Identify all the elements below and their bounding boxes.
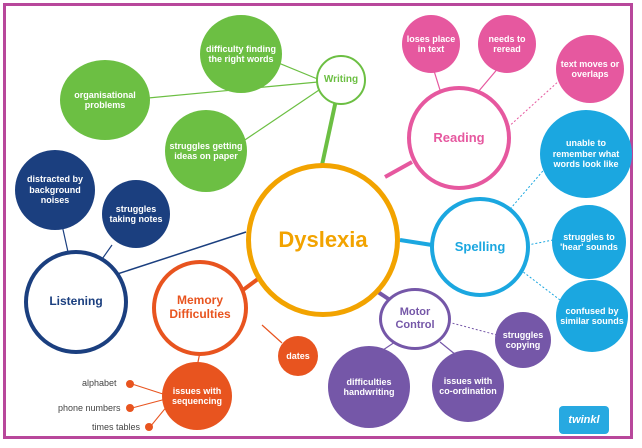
sequencing-bullet bbox=[126, 404, 134, 412]
branch-spelling: Spelling bbox=[430, 197, 530, 297]
sequencing-example-alphabet: alphabet bbox=[82, 378, 117, 388]
item-label: struggles to 'hear' sounds bbox=[560, 231, 618, 252]
branch-motor-control: Motor Control bbox=[379, 288, 451, 350]
branch-spelling-label: Spelling bbox=[454, 238, 506, 254]
sequencing-bullet bbox=[145, 423, 153, 431]
connector-spelling bbox=[399, 238, 433, 247]
spelling-item-similar-sounds: confused by similar sounds bbox=[556, 280, 628, 352]
poster-frame bbox=[3, 3, 633, 439]
reading-item-needs-to-reread: needs to reread bbox=[478, 15, 536, 73]
listening-item-background-noises: distracted by background noises bbox=[15, 150, 95, 230]
branch-listening: Listening bbox=[24, 250, 128, 354]
sub-connector bbox=[504, 164, 549, 216]
spelling-item-remember-words: unable to remember what words look like bbox=[540, 110, 632, 198]
sub-connector bbox=[131, 383, 167, 396]
sequencing-example-times-tables: times tables bbox=[92, 422, 141, 432]
sub-connector bbox=[504, 79, 561, 131]
branch-memory-difficulties: Memory Difficulties bbox=[152, 260, 248, 356]
spelling-item-hear-sounds: struggles to 'hear' sounds bbox=[552, 205, 626, 279]
item-label: loses place in text bbox=[406, 33, 456, 54]
writing-item-struggles-getting-ideas: struggles getting ideas on paper bbox=[165, 110, 247, 192]
branch-listening-label: Listening bbox=[49, 294, 103, 309]
sub-connector bbox=[261, 324, 283, 344]
reading-item-text-moves: text moves or overlaps bbox=[556, 35, 624, 103]
item-label: struggles getting ideas on paper bbox=[169, 140, 243, 161]
sub-connector bbox=[131, 398, 167, 409]
item-label: distracted by background noises bbox=[26, 174, 84, 206]
branch-writing-label: Writing bbox=[323, 74, 359, 86]
sequencing-example-phone-numbers: phone numbers bbox=[58, 403, 121, 413]
item-label: dates bbox=[286, 350, 310, 361]
item-label: difficulties handwriting bbox=[343, 376, 395, 397]
motor-item-struggles-copying: struggles copying bbox=[495, 312, 551, 368]
memory-item-dates: dates bbox=[278, 336, 318, 376]
sub-connector bbox=[527, 239, 554, 246]
connector-listening bbox=[104, 231, 247, 279]
item-label: issues with co-ordination bbox=[439, 375, 497, 396]
sub-connector bbox=[61, 224, 69, 253]
item-label: struggles taking notes bbox=[109, 203, 163, 224]
connector-reading bbox=[384, 160, 413, 179]
branch-reading-label: Reading bbox=[433, 129, 485, 145]
sub-connector bbox=[517, 267, 561, 301]
memory-item-sequencing: issues with sequencing bbox=[162, 362, 232, 430]
item-label: unable to remember what words look like bbox=[552, 138, 620, 170]
item-label: organisational problems bbox=[74, 89, 136, 110]
branch-reading: Reading bbox=[407, 86, 511, 190]
sequencing-bullet bbox=[126, 380, 134, 388]
listening-item-taking-notes: struggles taking notes bbox=[102, 180, 170, 248]
item-label: struggles copying bbox=[502, 329, 544, 350]
item-label: confused by similar sounds bbox=[560, 305, 624, 326]
item-label: needs to reread bbox=[488, 33, 526, 54]
item-label: difficulty finding the right words bbox=[206, 43, 276, 64]
motor-item-handwriting: difficulties handwriting bbox=[328, 346, 410, 428]
writing-item-difficulty-finding-words: difficulty finding the right words bbox=[200, 15, 282, 93]
logo-text: twinkl bbox=[568, 414, 600, 426]
item-label: issues with sequencing bbox=[171, 385, 222, 406]
branch-motor-control-label: Motor Control bbox=[395, 306, 435, 331]
branch-writing: Writing bbox=[316, 55, 366, 105]
connector-writing bbox=[320, 99, 338, 166]
center-node-dyslexia: Dyslexia bbox=[246, 163, 400, 317]
center-label: Dyslexia bbox=[278, 227, 368, 253]
reading-item-loses-place: loses place in text bbox=[402, 15, 460, 73]
item-label: text moves or overlaps bbox=[560, 58, 620, 79]
motor-item-co-ordination: issues with co-ordination bbox=[432, 350, 504, 422]
branch-memory-label: Memory Difficulties bbox=[169, 293, 231, 321]
twinkl-logo: twinkl bbox=[559, 406, 609, 434]
sub-connector bbox=[447, 321, 498, 336]
writing-item-organisational-problems: organisational problems bbox=[60, 60, 150, 140]
